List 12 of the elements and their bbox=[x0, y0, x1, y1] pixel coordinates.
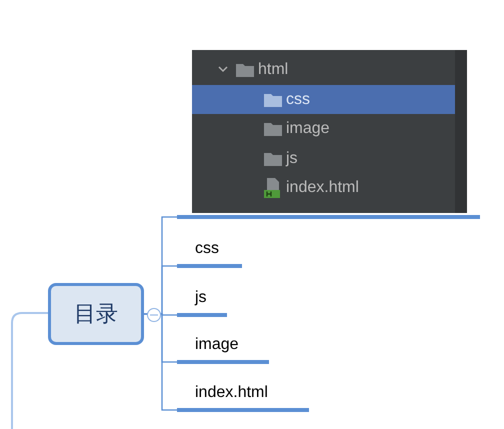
file-name: js bbox=[286, 150, 298, 168]
topic-text: css bbox=[195, 240, 219, 258]
root-topic-box: 目录 bbox=[48, 283, 144, 345]
file-name: html bbox=[258, 60, 288, 78]
topic-text: js bbox=[195, 289, 207, 307]
connector-line bbox=[144, 313, 177, 411]
file-name: index.html bbox=[286, 178, 359, 196]
file-name: css bbox=[286, 90, 310, 108]
topic-text: image bbox=[195, 336, 239, 354]
file-name: image bbox=[286, 120, 330, 138]
connector-line bbox=[11, 312, 48, 429]
topic-text: index.html bbox=[195, 384, 268, 402]
